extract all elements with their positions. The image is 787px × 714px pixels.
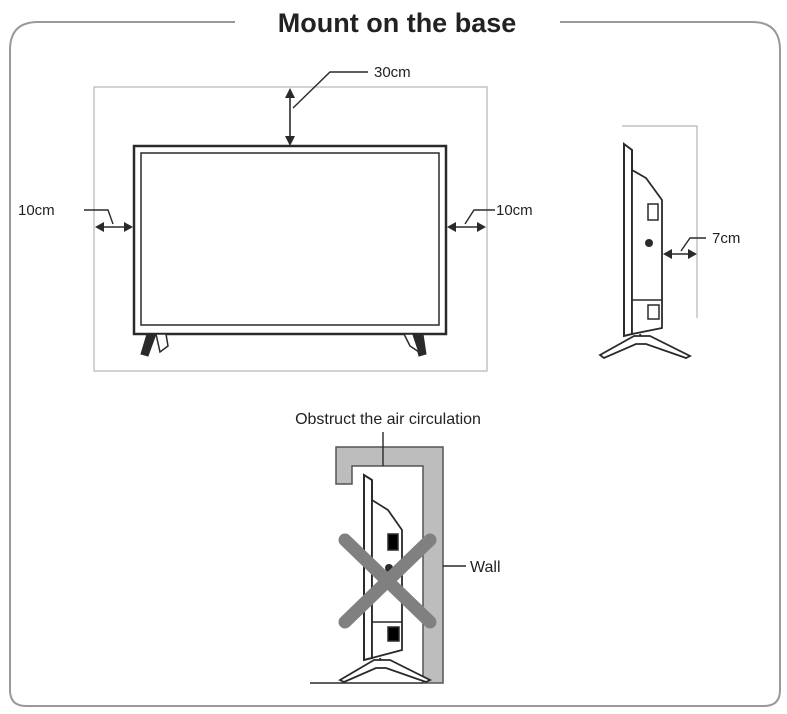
tv-front-left-foot	[140, 333, 169, 357]
tv-front-outer	[132, 144, 448, 336]
side-view	[598, 125, 706, 360]
top-clearance-arrow	[285, 71, 368, 146]
rear-clearance-arrow	[663, 237, 706, 259]
wall-label: Wall	[470, 559, 501, 576]
enclosure-wall	[335, 446, 444, 684]
tv-front-inner	[140, 152, 440, 326]
page-title: Mount on the base	[278, 8, 517, 38]
outer-frame	[9, 21, 781, 707]
right-clearance-arrow	[447, 209, 495, 232]
obstruct-caption: Obstruct the air circulation	[295, 411, 481, 428]
tv-side-stand	[598, 335, 693, 360]
top-clearance-label: 30cm	[374, 64, 411, 81]
cross-mark	[338, 533, 437, 629]
tv-side-panel	[623, 142, 633, 338]
clearance-area	[93, 86, 488, 372]
left-clearance-label: 10cm	[18, 202, 55, 219]
left-clearance-arrow	[84, 209, 133, 232]
rear-clearance-label: 7cm	[712, 230, 740, 247]
tv-front-right-foot	[402, 333, 427, 357]
enclosure-view	[310, 432, 466, 684]
front-view	[84, 71, 495, 372]
right-clearance-label: 10cm	[496, 202, 533, 219]
